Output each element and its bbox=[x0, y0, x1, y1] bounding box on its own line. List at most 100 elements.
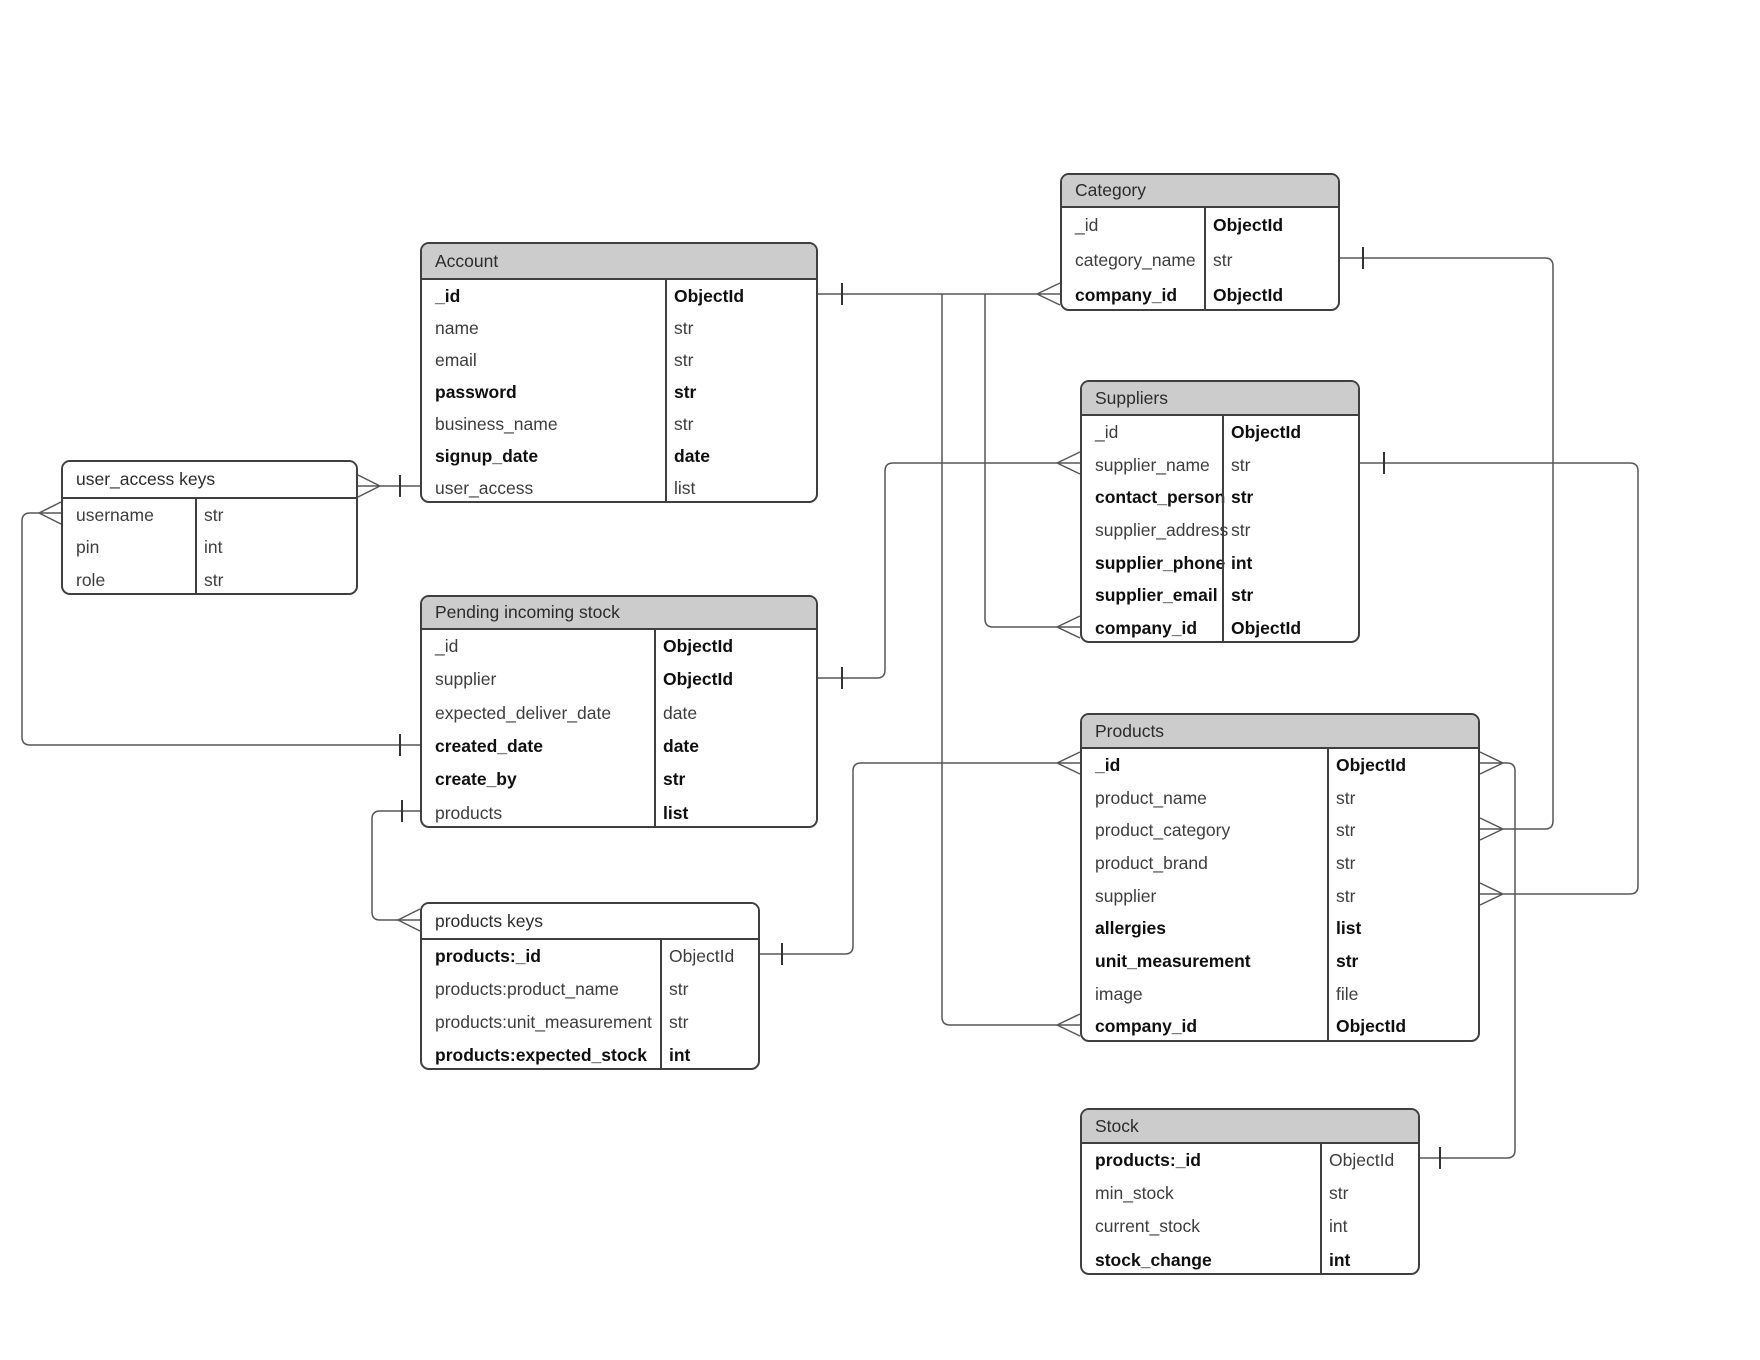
connector-stock-products[interactable] bbox=[1420, 751, 1516, 1169]
field-type: ObjectId bbox=[1336, 1016, 1407, 1037]
field-name: current_stock bbox=[1095, 1216, 1201, 1237]
field-type: str bbox=[1213, 250, 1233, 270]
field-name: expected_deliver_date bbox=[435, 702, 612, 723]
field-name: stock_change bbox=[1095, 1249, 1212, 1270]
field-type: ObjectId bbox=[663, 669, 734, 690]
field-name: category_name bbox=[1075, 250, 1196, 270]
column-divider bbox=[1204, 206, 1206, 309]
field-type: ObjectId bbox=[663, 636, 734, 657]
field-type: date bbox=[663, 736, 699, 757]
field-name: supplier bbox=[435, 669, 497, 690]
field-row: product_brand str bbox=[1082, 847, 1478, 880]
field-name: _id bbox=[435, 285, 461, 306]
field-name: _id bbox=[435, 636, 459, 657]
field-name: supplier bbox=[1095, 885, 1157, 906]
field-type: str bbox=[1329, 1183, 1349, 1204]
connector-pending-user-access-keys[interactable] bbox=[21, 501, 420, 756]
column-divider bbox=[665, 278, 667, 501]
field-type: str bbox=[1231, 585, 1254, 606]
field-name: company_id bbox=[1075, 285, 1178, 305]
connector-products-keys-products[interactable] bbox=[760, 751, 1081, 965]
field-type: str bbox=[1231, 519, 1251, 540]
field-name: product_name bbox=[1095, 787, 1207, 808]
field-name: _id bbox=[1095, 421, 1119, 442]
field-row: _id ObjectId bbox=[422, 630, 816, 663]
table-title: Pending incoming stock bbox=[422, 597, 816, 630]
field-type: str bbox=[1336, 852, 1356, 873]
connector-account-suppliers[interactable] bbox=[984, 294, 1081, 639]
table-title: Stock bbox=[1082, 1110, 1418, 1144]
field-name: unit_measurement bbox=[1095, 950, 1251, 971]
connector-suppliers-products[interactable] bbox=[1360, 452, 1639, 906]
connector-account-products[interactable] bbox=[941, 294, 1081, 1037]
field-type: ObjectId bbox=[1336, 754, 1407, 775]
field-type: int bbox=[204, 537, 223, 558]
field-type: str bbox=[204, 569, 224, 590]
field-name: products:unit_measurement bbox=[435, 1012, 652, 1032]
connector-account-user-access-keys[interactable] bbox=[357, 474, 420, 498]
field-type: ObjectId bbox=[1213, 215, 1284, 235]
field-row: category_name str bbox=[1062, 243, 1338, 278]
connector-account-category[interactable] bbox=[818, 282, 1061, 306]
field-name: supplier_email bbox=[1095, 585, 1218, 606]
field-name: signup_date bbox=[435, 446, 539, 467]
field-name: create_by bbox=[435, 769, 517, 790]
connector-category-products[interactable] bbox=[1340, 247, 1554, 841]
table-title: Suppliers bbox=[1082, 382, 1358, 416]
field-type: str bbox=[1336, 787, 1356, 808]
field-name: products bbox=[435, 802, 503, 823]
field-name: products:_id bbox=[1095, 1150, 1201, 1171]
field-row: supplier_email str bbox=[1082, 579, 1358, 612]
table-title: user_access keys bbox=[63, 462, 356, 499]
field-name: supplier_address bbox=[1095, 519, 1229, 540]
field-type: list bbox=[1336, 918, 1362, 939]
field-name: products:_id bbox=[435, 946, 541, 966]
field-name: company_id bbox=[1095, 1016, 1198, 1037]
field-type: str bbox=[669, 1012, 689, 1032]
connector-pending-products-keys[interactable] bbox=[371, 800, 421, 932]
field-name: product_category bbox=[1095, 820, 1231, 841]
field-name: email bbox=[435, 349, 477, 370]
field-type: ObjectId bbox=[1329, 1150, 1395, 1171]
column-divider bbox=[1320, 1142, 1322, 1273]
table-title: Category bbox=[1062, 175, 1338, 208]
field-type: str bbox=[674, 381, 697, 402]
column-divider bbox=[660, 938, 662, 1068]
field-type: str bbox=[1336, 885, 1356, 906]
field-type: file bbox=[1336, 983, 1359, 1004]
connector-pending-suppliers[interactable] bbox=[818, 451, 1081, 689]
field-type: int bbox=[669, 1045, 691, 1065]
table-title: Products bbox=[1082, 715, 1478, 749]
field-name: product_brand bbox=[1095, 852, 1208, 873]
